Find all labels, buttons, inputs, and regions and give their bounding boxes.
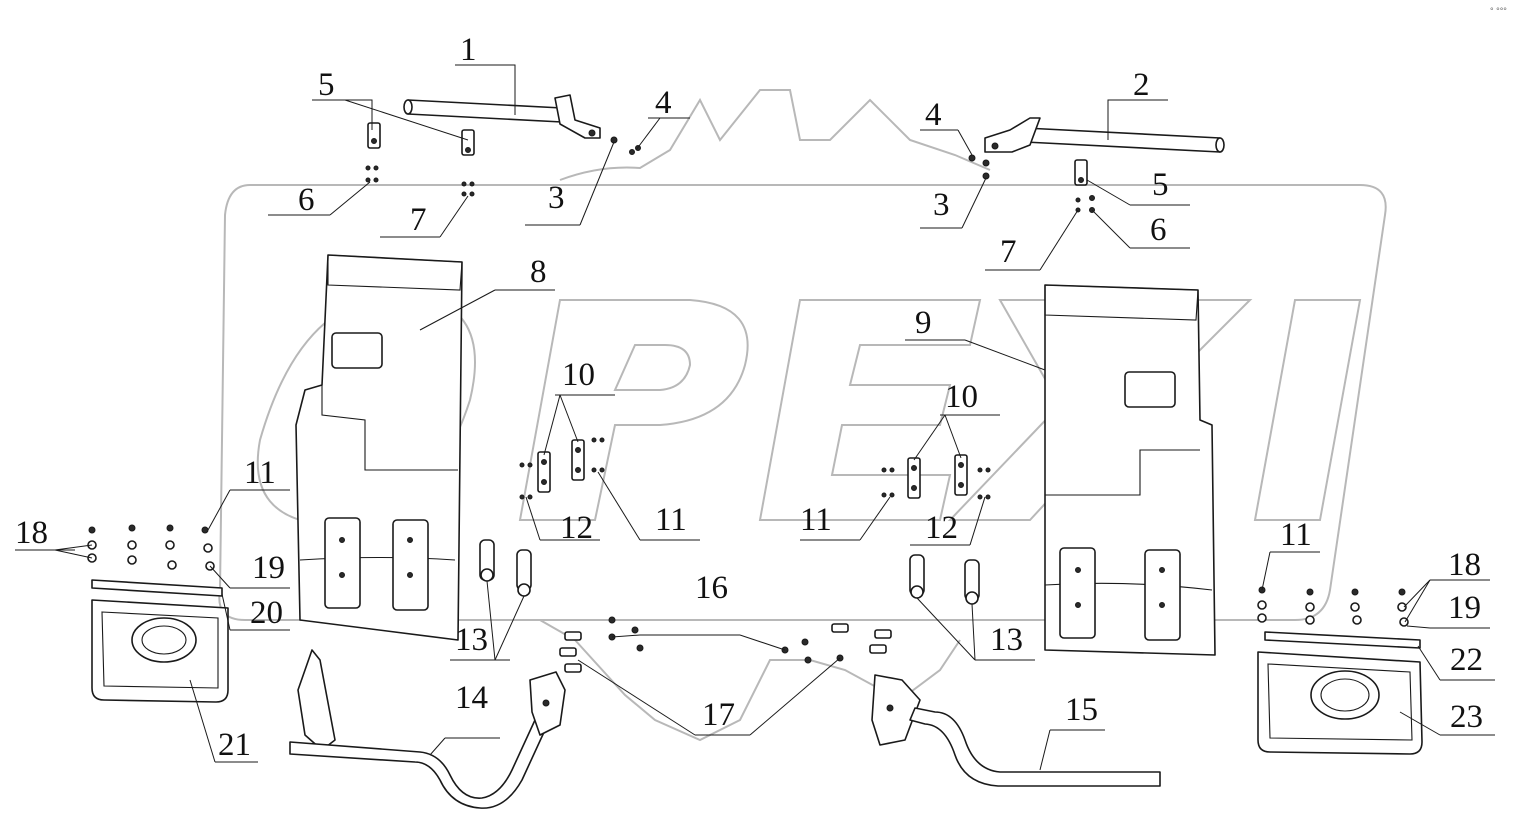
support-bar-left bbox=[403, 94, 601, 139]
mudguard-bracket-tube-left bbox=[289, 649, 566, 809]
callout-22: 22 bbox=[1450, 642, 1483, 678]
callout-9: 9 bbox=[915, 305, 932, 341]
callout-21: 21 bbox=[218, 727, 251, 763]
mud-flap-assembly-left bbox=[87, 524, 229, 703]
callout-23: 23 bbox=[1450, 699, 1483, 735]
callout-16: 16 bbox=[695, 570, 728, 606]
callout-5: 5 bbox=[1152, 167, 1169, 203]
callout-11: 11 bbox=[244, 455, 276, 491]
clamps-right bbox=[909, 554, 980, 605]
corner-mark: ° °°° bbox=[1490, 6, 1507, 16]
callout-1: 1 bbox=[460, 32, 477, 68]
mudguard-bracket-tube-right bbox=[871, 674, 1161, 787]
clamps-left bbox=[479, 539, 532, 597]
callout-3: 3 bbox=[548, 180, 565, 216]
callout-4: 4 bbox=[925, 97, 942, 133]
callout-10: 10 bbox=[945, 379, 978, 415]
callout-17: 17 bbox=[702, 697, 735, 733]
callout-19: 19 bbox=[1448, 590, 1481, 626]
callout-15: 15 bbox=[1065, 692, 1098, 728]
mudguard-right bbox=[1044, 284, 1216, 656]
callout-18: 18 bbox=[15, 515, 48, 551]
callout-13: 13 bbox=[455, 622, 488, 658]
callout-6: 6 bbox=[1150, 212, 1167, 248]
callout-19: 19 bbox=[252, 550, 285, 586]
callout-8: 8 bbox=[530, 254, 547, 290]
callout-2: 2 bbox=[1133, 67, 1150, 103]
callout-7: 7 bbox=[1000, 234, 1017, 270]
callout-11: 11 bbox=[655, 502, 687, 538]
mud-flap-assembly-right bbox=[1257, 586, 1423, 755]
mudguard-left bbox=[295, 254, 463, 641]
brackets-center-right bbox=[881, 454, 991, 500]
callout-13: 13 bbox=[990, 622, 1023, 658]
callout-12: 12 bbox=[560, 510, 593, 546]
callout-11: 11 bbox=[1280, 517, 1312, 553]
callout-4: 4 bbox=[655, 85, 672, 121]
callout-5: 5 bbox=[318, 67, 335, 103]
support-bar-right bbox=[984, 117, 1225, 153]
callout-14: 14 bbox=[455, 680, 488, 716]
callout-12: 12 bbox=[925, 510, 958, 546]
leader-lines bbox=[15, 64, 1495, 771]
callout-7: 7 bbox=[410, 202, 427, 238]
fasteners-top-right bbox=[968, 154, 1095, 213]
brackets-center-left bbox=[519, 437, 605, 500]
callout-6: 6 bbox=[298, 182, 315, 218]
callout-labels: 1 2 3 3 4 4 5 5 6 6 7 7 8 9 10 10 11 11 … bbox=[15, 32, 1483, 763]
callout-20: 20 bbox=[250, 595, 283, 631]
bolts-center bbox=[559, 616, 892, 673]
callout-3: 3 bbox=[933, 187, 950, 223]
callout-18: 18 bbox=[1448, 547, 1481, 583]
callout-11: 11 bbox=[800, 502, 832, 538]
fasteners-top-left bbox=[365, 122, 641, 197]
callout-10: 10 bbox=[562, 357, 595, 393]
